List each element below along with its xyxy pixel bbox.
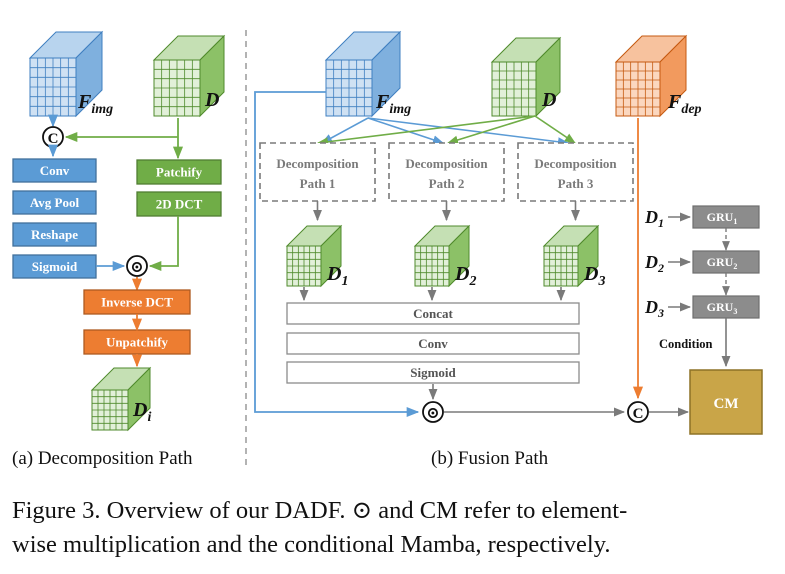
mult-node-a	[126, 255, 148, 277]
cube-f-img-b	[324, 30, 402, 118]
cube-d-b	[490, 36, 562, 118]
green-box-2d-dct: 2D DCT	[136, 191, 222, 217]
stack-label: Concat	[413, 306, 453, 321]
concat-node-b	[627, 401, 649, 423]
orange-box-unpatchify-label: Unpatchify	[106, 335, 169, 350]
path-label-line2: Path 3	[558, 176, 594, 191]
blue-box-conv-label: Conv	[40, 163, 70, 178]
label-d-i: Di	[132, 399, 151, 425]
blue-box-sigmoid: Sigmoid	[12, 254, 97, 279]
panel-a-caption: (a) Decomposition Path	[12, 448, 193, 469]
stack-label: Conv	[418, 336, 448, 351]
mult-symbol-a: ⊙	[130, 259, 143, 276]
output-label-d3: D3	[583, 263, 605, 289]
green-box-patchify: Patchify	[136, 159, 222, 185]
gru-label: GRU3	[707, 300, 738, 316]
blue-box-avg-pool-label: Avg Pool	[30, 195, 80, 210]
gru-label: GRU1	[707, 210, 738, 226]
output-label-d1: D1	[326, 263, 348, 289]
concat-symbol: C	[48, 131, 59, 147]
gru-unit-1: D1 GRU1	[644, 205, 760, 251]
output-cube-d1: D1	[285, 224, 348, 302]
cube-d-i	[90, 366, 152, 432]
path-label-line2: Path 1	[300, 176, 336, 191]
cube-f-img	[28, 30, 104, 118]
gru-unit-2: D2 GRU2	[644, 250, 760, 296]
figure-caption: Figure 3. Overview of our DADF. ⊙ and CM…	[12, 494, 774, 562]
output-label-d2: D2	[454, 263, 476, 289]
path-label-line1: Decomposition	[534, 156, 617, 171]
path-label-line1: Decomposition	[276, 156, 359, 171]
caption-line-1: Figure 3. Overview of our DADF. ⊙ and CM…	[12, 497, 628, 524]
arrow-fimg-skip	[254, 91, 420, 418]
orange-box-unpatchify: Unpatchify	[83, 329, 191, 355]
orange-box-inverse-dct-label: Inverse DCT	[101, 295, 173, 310]
gru-label: GRU2	[707, 255, 738, 271]
path-label-line2: Path 2	[429, 176, 465, 191]
blue-box-sigmoid-label: Sigmoid	[32, 259, 78, 274]
caption-line-2: wise multiplication and the conditional …	[12, 531, 611, 558]
label-d-b: D	[541, 89, 556, 111]
stack-box-conv: Conv	[286, 332, 580, 355]
gru-input-d1: D1	[644, 207, 664, 230]
cm-label: CM	[714, 396, 739, 412]
mult-node-b	[422, 401, 444, 423]
gru-input-d2: D2	[644, 252, 664, 275]
cm-box	[689, 369, 763, 435]
gru-input-d3: D3	[644, 297, 664, 320]
output-cube-d3: D3	[542, 224, 605, 302]
blue-box-avg-pool: Avg Pool	[12, 190, 97, 215]
output-cube-d2: D2	[413, 224, 476, 302]
gru-unit-3: D3 GRU3	[644, 295, 760, 320]
arrow-dct-to-mult	[148, 216, 179, 272]
path-label-line1: Decomposition	[405, 156, 488, 171]
cube-f-dep	[614, 34, 688, 118]
label-f-dep: Fdep	[667, 91, 702, 117]
condition-label: Condition	[659, 337, 713, 351]
blue-box-conv: Conv	[12, 158, 97, 183]
orange-box-inverse-dct: Inverse DCT	[83, 289, 191, 315]
panel-b-caption: (b) Fusion Path	[431, 448, 549, 469]
blue-box-reshape-label: Reshape	[31, 227, 78, 242]
label-f-img-b: Fimg	[375, 91, 411, 117]
stack-label: Sigmoid	[410, 365, 456, 380]
concat-symbol-b: C	[633, 406, 644, 422]
fanout-arrows	[316, 115, 576, 147]
green-box-2d-dct-label: 2D DCT	[156, 197, 203, 212]
label-f-img: Fimg	[77, 91, 113, 117]
green-box-patchify-label: Patchify	[156, 165, 203, 180]
label-d: D	[204, 89, 219, 111]
blue-box-reshape: Reshape	[12, 222, 97, 247]
cube-d	[152, 34, 226, 118]
stack-box-concat: Concat	[286, 302, 580, 325]
mult-symbol-b: ⊙	[426, 405, 439, 422]
stack-box-sigmoid: Sigmoid	[286, 361, 580, 384]
